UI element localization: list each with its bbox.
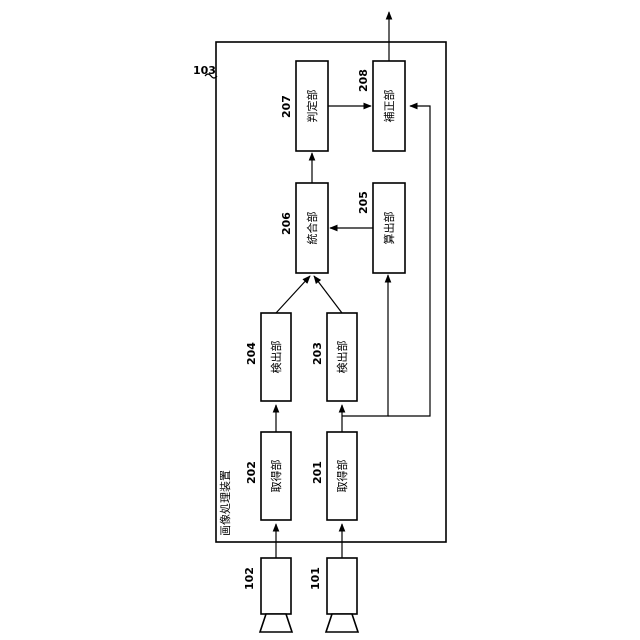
block-det204-label: 検出部	[269, 341, 283, 374]
block-int206-ref: 206	[280, 212, 293, 235]
device-ref: 103	[193, 64, 216, 77]
camera-101-lens-icon	[326, 614, 358, 632]
block-acq202-ref: 202	[245, 461, 258, 484]
block-corr208-label: 補正部	[382, 90, 396, 123]
camera-102-ref: 102	[243, 567, 256, 590]
block-acq201-ref: 201	[311, 461, 324, 484]
block-corr208-ref: 208	[357, 69, 370, 92]
block-judge207-ref: 207	[280, 95, 293, 118]
camera-102: 102	[243, 558, 292, 632]
block-acq202-label: 取得部	[269, 460, 283, 493]
block-det203-label: 検出部	[335, 341, 349, 374]
device-title: 画像処理装置	[219, 470, 232, 536]
block-int206-label: 統合部	[305, 212, 319, 245]
block-acq201-label: 取得部	[335, 460, 349, 493]
block-det203-ref: 203	[311, 342, 324, 365]
camera-101-ref: 101	[309, 567, 322, 590]
block-judge207-label: 判定部	[305, 90, 319, 123]
block-calc205-label: 算出部	[382, 212, 396, 245]
camera-102-lens-icon	[260, 614, 292, 632]
camera-101: 101	[309, 558, 358, 632]
block-calc205-ref: 205	[357, 191, 370, 214]
block-det204-ref: 204	[245, 342, 258, 365]
